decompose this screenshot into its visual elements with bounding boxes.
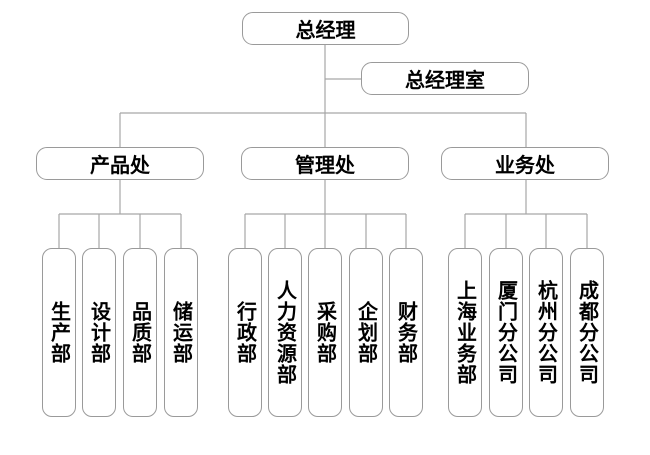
office-label: 总经理室 (405, 68, 485, 92)
dept-box: 杭州分公司 (529, 248, 563, 417)
root-label: 总经理 (295, 18, 356, 42)
division-box-2: 业务处 (441, 147, 609, 180)
dept-box: 行政部 (228, 248, 262, 417)
root-box: 总经理 (242, 12, 409, 45)
dept-box: 品质部 (123, 248, 157, 417)
dept-box: 人力资源部 (268, 248, 302, 417)
dept-box: 上海业务部 (448, 248, 482, 417)
dept-box: 采购部 (308, 248, 342, 417)
dept-label: 杭州分公司 (534, 280, 559, 385)
dept-label: 设计部 (87, 301, 112, 364)
dept-box: 设计部 (82, 248, 116, 417)
division-label: 管理处 (295, 153, 355, 177)
division-label: 产品处 (90, 153, 150, 177)
division-label: 业务处 (495, 153, 555, 177)
dept-label: 品质部 (128, 301, 153, 364)
dept-box: 生产部 (42, 248, 76, 417)
dept-box: 企划部 (349, 248, 383, 417)
dept-label: 采购部 (313, 301, 338, 364)
dept-box: 厦门分公司 (489, 248, 523, 417)
dept-label: 生产部 (47, 301, 72, 364)
dept-label: 上海业务部 (453, 280, 478, 385)
dept-box: 成都分公司 (570, 248, 604, 417)
division-box-1: 管理处 (241, 147, 409, 180)
dept-label: 储运部 (169, 301, 194, 364)
dept-label: 财务部 (394, 301, 419, 364)
dept-box: 储运部 (164, 248, 198, 417)
dept-label: 企划部 (354, 301, 379, 364)
dept-label: 厦门分公司 (494, 280, 519, 385)
dept-label: 人力资源部 (273, 280, 298, 385)
dept-box: 财务部 (389, 248, 423, 417)
division-box-0: 产品处 (36, 147, 204, 180)
dept-label: 行政部 (233, 301, 258, 364)
dept-label: 成都分公司 (575, 280, 600, 385)
office-box: 总经理室 (361, 62, 529, 95)
